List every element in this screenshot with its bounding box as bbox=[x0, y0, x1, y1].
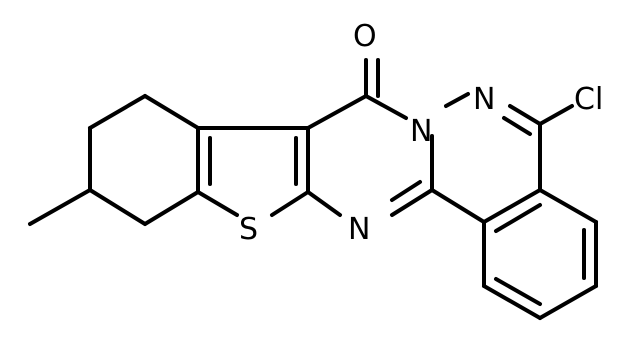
bond-ring6-4 bbox=[88, 188, 147, 226]
bond-methyl bbox=[28, 188, 92, 226]
bond-benzo-3 bbox=[538, 284, 598, 320]
atom-chlorine: Cl bbox=[574, 82, 603, 117]
atom-nitrogen-bridge: N bbox=[410, 114, 432, 149]
bond-benzo-1 bbox=[538, 188, 598, 224]
bond-cn-1 bbox=[508, 104, 542, 126]
bond-ccl bbox=[538, 104, 574, 126]
bond-benzo-6-double bbox=[494, 203, 542, 233]
bond-phthalazine-2 bbox=[482, 188, 542, 224]
bond-pyrimidine-5 bbox=[306, 190, 342, 217]
bond-pyrimidine-2 bbox=[364, 94, 408, 120]
atom-nitrogen-lower: N bbox=[348, 212, 370, 247]
atom-nitrogen-top: N bbox=[473, 82, 495, 117]
bond-benzo-4-double bbox=[494, 277, 542, 306]
atom-oxygen: O bbox=[353, 19, 377, 54]
bond-ring6-5 bbox=[143, 190, 200, 226]
atom-sulfur: S bbox=[239, 212, 258, 247]
bond-thiophene-1 bbox=[196, 190, 239, 217]
bond-pyrimidine-1 bbox=[306, 94, 368, 130]
bond-phthalazine-3 bbox=[430, 188, 486, 224]
bond-pyrimidine-4-double bbox=[390, 180, 422, 202]
bond-benzo-4 bbox=[482, 284, 542, 320]
bond-nn bbox=[444, 92, 470, 108]
bond-ring6-3 bbox=[143, 94, 200, 130]
bond-pyrimidine-4 bbox=[390, 188, 434, 217]
bond-ring6-2 bbox=[88, 94, 147, 130]
bond-cn-1-double bbox=[502, 116, 532, 136]
bond-thiophene-2 bbox=[270, 190, 310, 217]
